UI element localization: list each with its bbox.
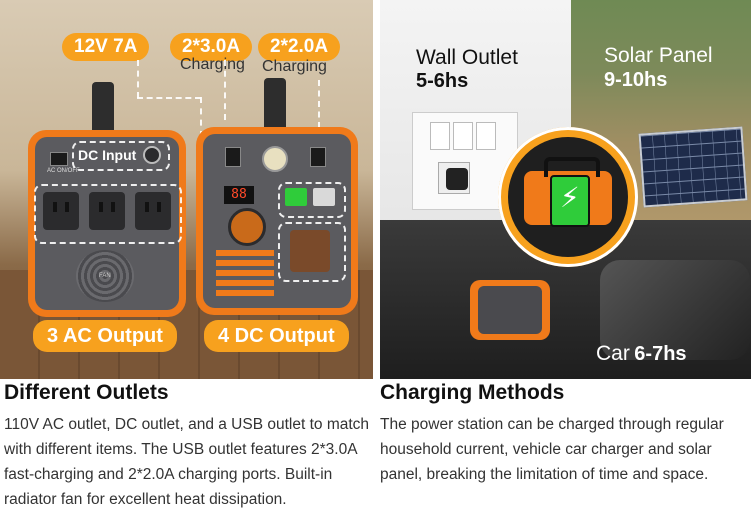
ac-onoff-label: AC ON/OFF <box>47 168 80 174</box>
usb-normal-port <box>313 188 335 206</box>
lamp-switch <box>225 147 241 167</box>
dc-input-port <box>143 146 161 164</box>
wall-switch <box>476 122 496 150</box>
ac-outlet <box>89 192 125 230</box>
device-handle <box>92 82 114 138</box>
car-title: Car <box>596 342 630 365</box>
ac-outlet <box>135 192 171 230</box>
car-socket <box>228 208 266 246</box>
dc-switch <box>310 147 326 167</box>
wall-plug <box>446 168 468 190</box>
charging-body: The power station can be charged through… <box>380 416 724 483</box>
solar-panel-time: 9-10hs <box>604 69 668 91</box>
fan-label: FAN <box>99 273 111 279</box>
callout-line <box>137 60 139 98</box>
dc-input-label: DC Input <box>78 147 137 163</box>
charging-circle: ⚡ <box>498 127 638 267</box>
fan-grille <box>76 250 134 302</box>
usb-normal-sub-label: Charging <box>262 58 327 75</box>
ac-outlet <box>43 192 79 230</box>
solar-panel-title: Solar Panel <box>604 44 713 67</box>
usb-callout <box>278 182 346 218</box>
car-label: Car 6-7hs <box>596 342 687 366</box>
dc-ports-callout <box>278 222 346 282</box>
charging-title: Charging Methods <box>380 381 565 404</box>
car-gear-shift <box>600 260 750 360</box>
badge-12v: 12V 7A <box>62 33 150 61</box>
car-time: 6-7hs <box>634 343 687 365</box>
outlets-product-image: 12V 7A 2*3.0A 2*2.0A Charging Charging A… <box>0 0 373 379</box>
device-handle <box>264 78 286 134</box>
badge-usb-fast: 2*3.0A <box>170 33 253 61</box>
usb-fast-port <box>285 188 307 206</box>
callout-line <box>137 97 201 99</box>
badge-usb-normal: 2*2.0A <box>258 33 341 61</box>
badge-ac-output: 3 AC Output <box>33 320 177 352</box>
dc-input-callout <box>72 141 170 171</box>
lamp-light <box>262 146 288 172</box>
callout-line <box>318 80 320 170</box>
wall-outlet-title: Wall Outlet <box>416 46 518 69</box>
vent-grille <box>216 250 274 298</box>
dc-ports <box>290 230 330 272</box>
badge-dc-output: 4 DC Output <box>204 320 349 352</box>
usb-fast-sub-label: Charging <box>180 56 245 73</box>
solar-panel <box>638 126 748 208</box>
outlets-body: 110V AC outlet, DC outlet, and a USB out… <box>4 416 370 508</box>
display-readout: 88 <box>224 186 254 204</box>
wall-switch <box>453 122 473 150</box>
wall-outlet-time: 5-6hs <box>416 70 469 92</box>
outlets-title: Different Outlets <box>4 381 169 404</box>
handle-icon <box>544 157 600 177</box>
wall-switch <box>430 122 450 150</box>
callout-line <box>224 60 226 120</box>
callout-line <box>200 97 202 137</box>
battery-icon <box>550 175 590 227</box>
ac-outlets-callout <box>34 184 182 244</box>
power-switch <box>50 152 68 166</box>
lightning-icon: ⚡ <box>560 182 580 213</box>
